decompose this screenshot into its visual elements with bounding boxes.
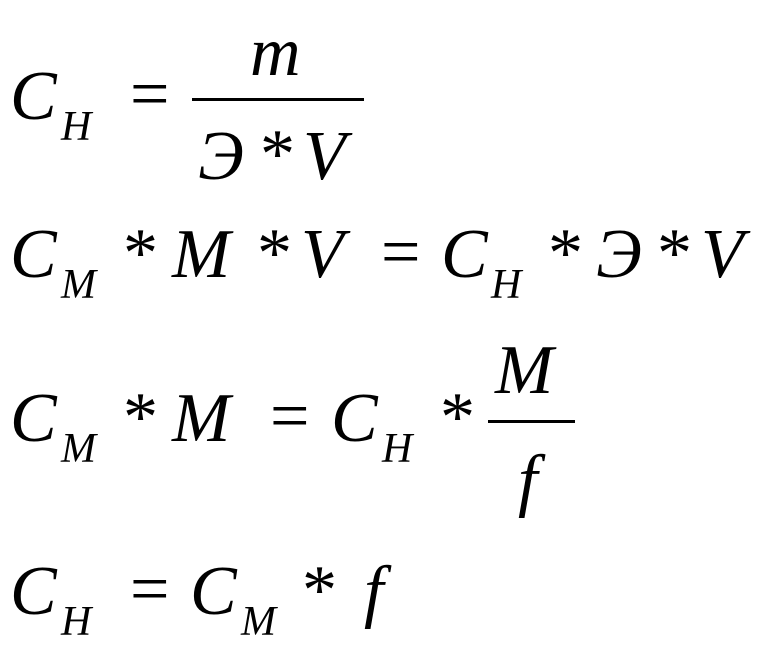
formula-2-multiply-3: * [548,215,583,292]
formula-2-v: V [301,216,344,293]
formula-1-fraction-bar [192,98,364,101]
formula-3-numerator: M [495,332,554,409]
formula-1-lhs-subscript: Н [61,104,92,150]
formula-1-equals: = [130,56,170,133]
formula-1-lhs-symbol: C [10,58,57,135]
formula-2-rhs-subscript: Н [491,262,522,308]
formula-3-rhs-symbol: C [331,380,378,457]
formula-2-equals: = [381,214,421,291]
formula-4-rhs-subscript: М [241,599,276,645]
formula-3-m: M [172,380,231,457]
formula-1-numerator: m [250,14,301,91]
formula-3-denominator: f [518,442,538,519]
formula-2-v2: V [701,216,744,293]
formula-2-e: Э [596,216,642,293]
formula-3-lhs-symbol: C [10,380,57,457]
formula-1-denominator-v: V [303,118,346,195]
formula-4-lhs-symbol: C [10,553,57,630]
formula-3-equals: = [270,378,310,455]
formula-2-lhs-symbol: C [10,216,57,293]
formula-2-multiply-1: * [123,215,158,292]
formula-4-multiply: * [302,552,337,629]
formula-3-fraction-bar [488,420,575,423]
formula-4-rhs-symbol: C [190,553,237,630]
formula-3-multiply-1: * [123,379,158,456]
formula-2-multiply-2: * [257,215,292,292]
formula-4-lhs-subscript: Н [61,599,92,645]
formula-2-lhs-subscript: М [61,262,96,308]
formula-2-rhs-symbol: C [441,216,488,293]
formula-3-lhs-subscript: М [61,426,96,472]
formula-2-m: M [172,216,231,293]
formula-3-multiply-2: * [440,379,475,456]
formula-4-equals: = [130,551,170,628]
formula-3-rhs-subscript: Н [382,426,413,472]
formula-4-f: f [364,553,384,630]
formula-1-denominator-multiply: * [260,116,295,193]
formula-2-multiply-4: * [657,215,692,292]
formula-1-denominator-e: Э [198,118,244,195]
